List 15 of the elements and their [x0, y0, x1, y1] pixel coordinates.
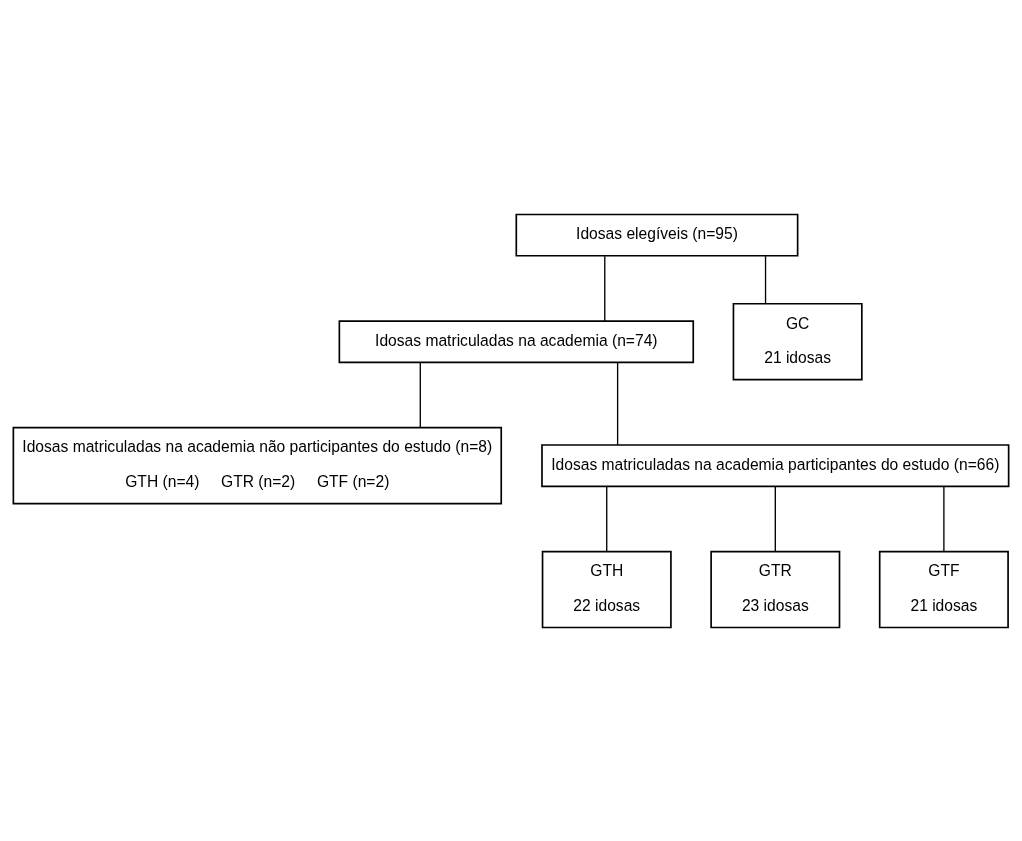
node-box: GTH 22 idosas [541, 550, 672, 628]
node-box: GC 21 idosas [732, 302, 863, 381]
node-box: Idosas matriculadas na academia (n=74) [338, 319, 695, 363]
connector [764, 255, 767, 304]
connector [774, 485, 776, 552]
node-box: GTR 23 idosas [710, 550, 841, 628]
node-box: Idosas elegíveis (n=95) [515, 213, 799, 257]
node-box: GTF 21 idosas [878, 550, 1009, 628]
node-box: Idosas matriculadas na academia não participantes do estudo (n=8) GTH (n=4) GTR (n=2) GTF (n=2) [12, 426, 503, 504]
connector [943, 485, 945, 552]
connector [419, 361, 421, 428]
connector [616, 361, 619, 446]
node-box: Idosas matriculadas na academia participantes do estudo (n=66) [541, 443, 1010, 487]
connector [606, 485, 608, 552]
connector [604, 255, 606, 322]
